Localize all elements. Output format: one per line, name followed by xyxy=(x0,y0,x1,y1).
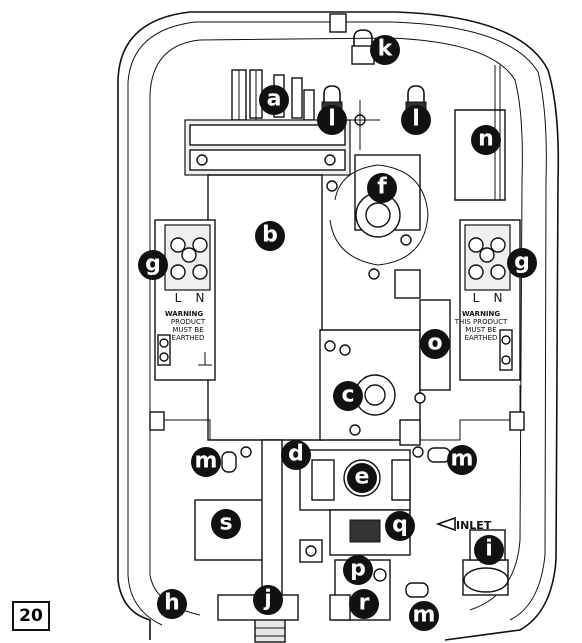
callout-f: f xyxy=(367,173,397,203)
callout-m-bottom-label: m xyxy=(413,603,436,628)
callout-r-label: r xyxy=(359,591,370,616)
terminal-block-left: L N WARNING PRODUCT MUST BE EARTHED xyxy=(154,219,216,381)
callout-s: s xyxy=(211,509,241,539)
callout-r: r xyxy=(349,589,379,619)
callout-m-right-label: m xyxy=(451,447,474,472)
callout-j: j xyxy=(253,585,283,615)
callout-o: o xyxy=(420,329,450,359)
callout-d-label: d xyxy=(288,442,304,467)
callout-p-label: p xyxy=(350,557,366,582)
heater-tank xyxy=(184,119,351,441)
callout-n: n xyxy=(471,125,501,155)
callout-l-left-label: l xyxy=(328,107,336,132)
callout-e-label: e xyxy=(355,465,370,490)
callout-g-right-label: g xyxy=(514,250,530,275)
callout-f-label: f xyxy=(377,175,387,200)
callout-i: i xyxy=(474,535,504,565)
callout-m-left-label: m xyxy=(195,449,218,474)
callout-j-label: j xyxy=(263,587,272,612)
callout-m-bottom: m xyxy=(409,601,439,631)
callout-n-label: n xyxy=(478,127,494,152)
top-tab xyxy=(329,13,347,33)
callout-l-right: l xyxy=(401,105,431,135)
terminal-block-right: L N WARNING THIS PRODUCT MUST BE EARTHED xyxy=(454,219,521,381)
callout-h: h xyxy=(157,589,187,619)
terminal-left-l-label: L xyxy=(175,291,182,305)
inlet-label: INLET xyxy=(456,519,492,532)
callout-b: b xyxy=(255,221,285,251)
callout-h-label: h xyxy=(164,591,180,616)
terminal-left-warning-1: PRODUCT xyxy=(171,318,206,326)
callout-a-label: a xyxy=(267,87,282,112)
callout-k-label: k xyxy=(378,37,394,62)
terminal-right-warning-1: THIS PRODUCT xyxy=(454,318,508,326)
callout-s-label: s xyxy=(219,511,232,536)
callout-e: e xyxy=(347,463,377,493)
callout-c: c xyxy=(333,381,363,411)
callout-l-right-label: l xyxy=(412,107,420,132)
callout-d: d xyxy=(281,440,311,470)
callout-k: k xyxy=(370,35,400,65)
page-number: 20 xyxy=(12,601,50,631)
callout-g-left-label: g xyxy=(145,252,161,277)
callout-i-label: i xyxy=(485,537,493,562)
lock-icon-k xyxy=(351,29,375,65)
callout-b-label: b xyxy=(262,223,278,248)
callout-o-label: o xyxy=(427,331,442,356)
terminal-right-warning-0: WARNING xyxy=(462,310,501,318)
pipework xyxy=(319,299,451,446)
callout-c-label: c xyxy=(341,383,354,408)
callout-g-left: g xyxy=(138,250,168,280)
callout-m-left: m xyxy=(191,447,221,477)
callout-l-left: l xyxy=(317,105,347,135)
callout-g-right: g xyxy=(507,248,537,278)
lower-housing xyxy=(149,385,525,598)
terminal-right-n-label: N xyxy=(494,291,503,305)
callout-q-label: q xyxy=(392,513,408,538)
terminal-right-warning-2: MUST BE xyxy=(465,326,496,334)
terminal-right-l-label: L xyxy=(473,291,480,305)
callout-p: p xyxy=(343,555,373,585)
terminal-left-n-label: N xyxy=(196,291,205,305)
callout-a: a xyxy=(259,85,289,115)
terminal-left-warning-2: MUST BE xyxy=(172,326,203,334)
terminal-left-warning-3: EARTHED xyxy=(172,334,205,342)
terminal-left-warning-0: WARNING xyxy=(165,310,204,318)
terminal-right-warning-3: EARTHED xyxy=(465,334,498,342)
callout-m-right: m xyxy=(447,445,477,475)
callout-q: q xyxy=(385,511,415,541)
outer-casing xyxy=(117,11,560,641)
